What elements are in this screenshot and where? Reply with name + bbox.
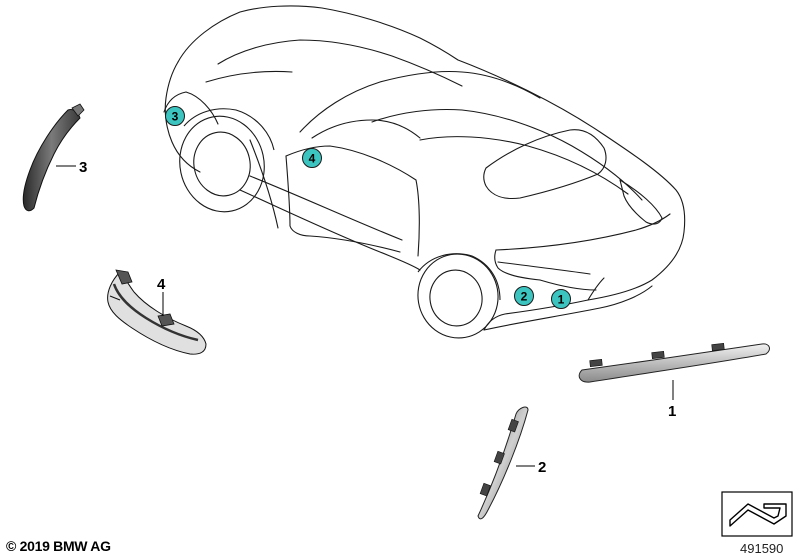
copyright-text: © 2019 BMW AG [6, 538, 111, 554]
part-3-reflector[interactable] [22, 103, 85, 212]
part-1-reflector-bar[interactable] [578, 343, 770, 383]
badge-1: 1 [551, 289, 571, 309]
part-2-reflector[interactable] [477, 406, 529, 520]
car-outline [163, 5, 686, 331]
badge-2-label: 2 [521, 290, 528, 304]
callout-1-number: 1 [668, 403, 676, 420]
callout-2: 2 [516, 459, 546, 476]
badge-4: 4 [302, 148, 322, 168]
part-symbol-icon [721, 491, 793, 537]
callout-4: 4 [157, 276, 166, 316]
front-wheel [179, 108, 275, 213]
callout-2-number: 2 [538, 459, 546, 476]
badge-3: 3 [165, 106, 185, 126]
diagram-id: 491590 [740, 541, 784, 556]
badge-3-label: 3 [172, 110, 179, 124]
part-4-side-marker[interactable] [107, 269, 207, 355]
rear-wheel [417, 253, 501, 339]
badge-4-label: 4 [309, 152, 316, 166]
badge-1-label: 1 [558, 293, 565, 307]
callout-3-number: 3 [79, 159, 87, 176]
callout-1: 1 [668, 380, 676, 420]
callout-4-number: 4 [157, 276, 166, 293]
callout-3: 3 [56, 159, 87, 176]
badge-2: 2 [514, 286, 534, 306]
